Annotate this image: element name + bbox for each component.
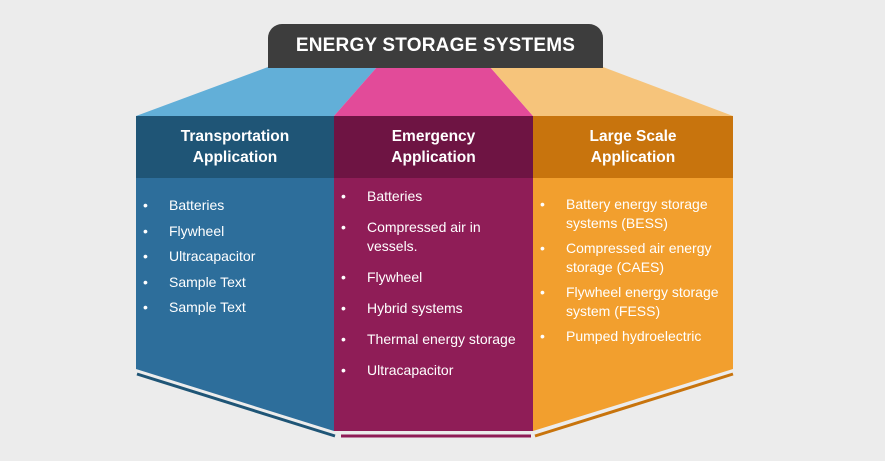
transport-top-panel xyxy=(136,67,377,116)
list-item: Compressed air energy storage (CAES) xyxy=(533,239,733,277)
list-item: Hybrid systems xyxy=(334,299,532,318)
list-item: Batteries xyxy=(334,187,532,206)
list-item: Flywheel xyxy=(334,268,532,287)
large-header-band xyxy=(533,116,733,178)
list-item: Compressed air in vessels. xyxy=(334,218,532,256)
large-header-line-1: Large Scale xyxy=(589,128,677,145)
transport-header-line-1: Transportation xyxy=(180,128,290,145)
transport-list: Batteries Flywheel Ultracapacitor Sample… xyxy=(136,196,331,324)
emergency-header-band xyxy=(334,116,533,178)
list-item: Batteries xyxy=(136,196,331,215)
emergency-header-line-2: Application xyxy=(391,149,476,166)
emergency-header: Emergency Application xyxy=(334,116,533,178)
large-header-line-2: Application xyxy=(590,149,676,166)
transport-header-band xyxy=(136,116,334,178)
list-item: Battery energy storage systems (BESS) xyxy=(533,195,733,233)
large-top-panel xyxy=(490,67,733,116)
list-item: Sample Text xyxy=(136,273,331,292)
large-base-line xyxy=(534,372,734,438)
diagram-title: ENERGY STORAGE SYSTEMS xyxy=(268,24,603,68)
list-item: Ultracapacitor xyxy=(334,361,532,380)
list-item: Pumped hydroelectric xyxy=(533,327,733,346)
list-item: Sample Text xyxy=(136,298,331,317)
list-item: Ultracapacitor xyxy=(136,247,331,266)
large-list: Battery energy storage systems (BESS) Co… xyxy=(533,195,733,352)
emergency-header-line-1: Emergency xyxy=(391,128,476,145)
list-item: Flywheel xyxy=(136,222,331,241)
large-header: Large Scale Application xyxy=(533,116,733,178)
emergency-list: Batteries Compressed air in vessels. Fly… xyxy=(334,187,532,392)
transport-base-line xyxy=(136,372,336,438)
emergency-top-panel xyxy=(334,67,533,116)
transport-header: Transportation Application xyxy=(136,116,334,178)
list-item: Thermal energy storage xyxy=(334,330,532,349)
list-item: Flywheel energy storage system (FESS) xyxy=(533,283,733,321)
transport-header-line-2: Application xyxy=(192,149,278,166)
